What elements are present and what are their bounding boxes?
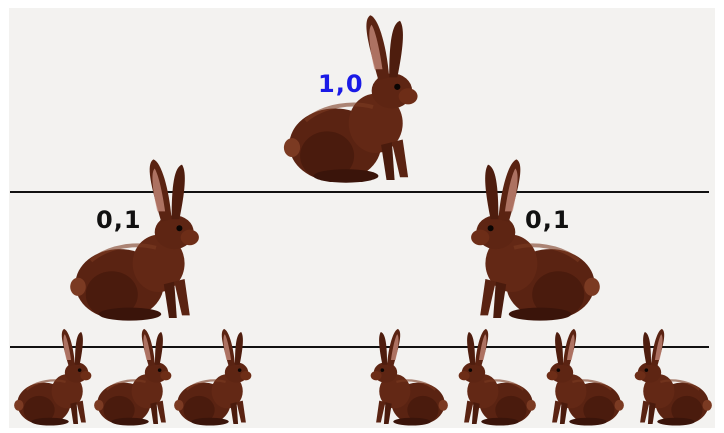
paper-background: [9, 8, 715, 428]
rabbit-bottom-4: [369, 327, 450, 427]
rabbit-bottom-6: [545, 327, 626, 427]
label-middle-right-rabbit: 0,1: [525, 206, 571, 234]
rabbit-bottom-7: [633, 327, 714, 427]
rabbit-top: [284, 15, 418, 182]
rabbit-middle-right: [469, 157, 602, 323]
rabbit-bottom-1: [12, 327, 93, 427]
rabbit-bottom-5: [457, 327, 538, 427]
rabbit-bottom-2: [92, 327, 173, 427]
rabbit-middle-left: [68, 157, 201, 323]
label-middle-left-rabbit: 0,1: [96, 206, 142, 234]
label-top-rabbit: 1,0: [318, 70, 364, 98]
rabbit-bottom-3: [172, 327, 253, 427]
